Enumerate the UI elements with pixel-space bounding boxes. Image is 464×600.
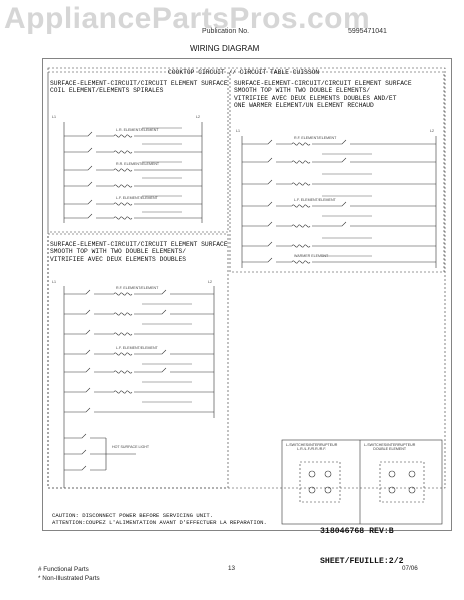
- footer-legend: # Functional Parts * Non-Illustrated Par…: [38, 565, 100, 583]
- svg-text:HOT SURFACE LIGHT: HOT SURFACE LIGHT: [112, 445, 150, 449]
- smooth-double-circuit: [241, 136, 437, 268]
- coil-section-title: SURFACE-ELEMENT-CIRCUIT/CIRCUIT ELEMENT …: [50, 80, 228, 95]
- page-number: 13: [228, 565, 236, 572]
- non-illustrated-parts-note: * Non-Illustrated Parts: [38, 575, 100, 582]
- coil-circuit: [63, 122, 203, 223]
- caution-note: CAUTION: DISCONNECT POWER BEFORE SERVICI…: [52, 512, 267, 526]
- coil-frame: [47, 71, 229, 233]
- functional-parts-note: # Functional Parts: [38, 566, 89, 573]
- smooth-double-frame: [229, 71, 445, 273]
- switch-legend: [299, 461, 425, 503]
- watermark-logo: AppliancePartsPros.com: [4, 2, 371, 35]
- svg-text:L2: L2: [196, 115, 200, 119]
- svg-text:R.R. ELEMENT/ELEMENT: R.R. ELEMENT/ELEMENT: [116, 162, 160, 166]
- svg-text:L2: L2: [430, 129, 434, 133]
- page-title: WIRING DIAGRAM: [190, 44, 260, 53]
- revision-number: 318046768 REV:B: [320, 527, 394, 536]
- legend-left-label: L-SWITCHES/INTERRUPTEUR L.R./L.F./R.R./R…: [286, 443, 338, 451]
- svg-text:WARMER ELEMENT: WARMER ELEMENT: [294, 254, 329, 258]
- svg-text:L1: L1: [236, 129, 240, 133]
- svg-text:L2: L2: [208, 280, 212, 284]
- revision-block: 318046768 REV:B SHEET/FEUILLE:2/2: [320, 507, 404, 577]
- svg-text:L.R. ELEMENT/ELEMENT: L.R. ELEMENT/ELEMENT: [116, 128, 159, 132]
- svg-text:R.F. ELEMENT/ELEMENT: R.F. ELEMENT/ELEMENT: [294, 136, 337, 140]
- smooth-two-circuit: [63, 286, 215, 488]
- svg-text:L1: L1: [52, 115, 56, 119]
- svg-text:L.F. ELEMENT/ELEMENT: L.F. ELEMENT/ELEMENT: [116, 196, 159, 200]
- smooth-two-section-title: SURFACE-ELEMENT-CIRCUIT/CIRCUIT ELEMENT …: [50, 241, 228, 263]
- svg-text:L1: L1: [52, 280, 56, 284]
- footer-date: 07/06: [402, 565, 418, 572]
- smooth-double-section-title: SURFACE-ELEMENT-CIRCUIT/CIRCUIT ELEMENT …: [234, 80, 412, 110]
- cooktop-circuit-title: COOKTOP CIRCUIT // CIRCUIT TABLE CUISSON: [168, 69, 320, 76]
- smooth-two-frame: [47, 233, 229, 489]
- svg-text:L.F. ELEMENT/ELEMENT: L.F. ELEMENT/ELEMENT: [116, 346, 159, 350]
- svg-text:R.F. ELEMENT/ELEMENT: R.F. ELEMENT/ELEMENT: [116, 286, 159, 290]
- publication-number: Publication No.: [202, 28, 250, 35]
- cooktop-frame: [47, 67, 446, 489]
- switch-legend-frame: [281, 439, 443, 525]
- sheet-number: SHEET/FEUILLE:2/2: [320, 557, 404, 566]
- part-number: 5995471041: [348, 28, 387, 35]
- svg-text:L.F. ELEMENT/ELEMENT: L.F. ELEMENT/ELEMENT: [294, 198, 337, 202]
- sheet-border: [42, 58, 452, 531]
- legend-right-label: L-SWITCHES/INTERRUPTEUR DOUBLE ELEMENT: [364, 443, 416, 451]
